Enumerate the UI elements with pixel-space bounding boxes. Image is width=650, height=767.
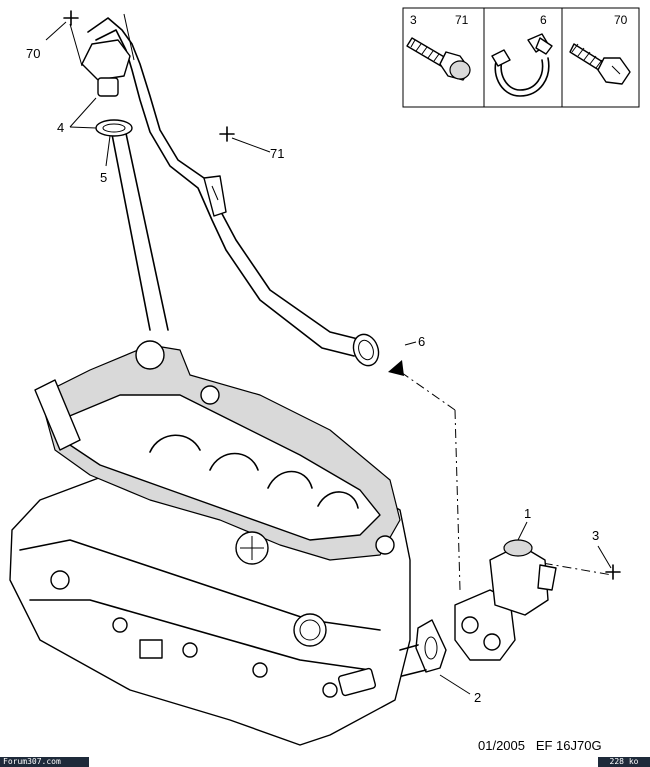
callout-1: 1 bbox=[524, 506, 531, 521]
footer-size-label: 228 ko bbox=[598, 757, 650, 767]
cross-mark-70 bbox=[63, 10, 79, 26]
callout-71: 71 bbox=[270, 146, 284, 161]
callout-70: 70 bbox=[26, 46, 40, 61]
legend-label-70: 70 bbox=[614, 13, 628, 27]
legend-label-3: 3 bbox=[410, 13, 417, 27]
egr-gasket bbox=[415, 619, 447, 673]
triangle-mark-6 bbox=[388, 360, 404, 376]
egr-pipe bbox=[81, 17, 380, 367]
callout-2: 2 bbox=[474, 690, 481, 705]
cylinder-head-assembly bbox=[9, 340, 411, 746]
callout-4: 4 bbox=[57, 120, 64, 135]
legend-label-71: 71 bbox=[455, 13, 469, 27]
leader-pipe-to-valve bbox=[454, 409, 461, 591]
legend-label-6: 6 bbox=[540, 13, 547, 27]
egr-pipe-stub bbox=[399, 644, 427, 677]
flange-bolt-icon bbox=[406, 37, 471, 81]
fastener-legend: 3 71 6 70 bbox=[402, 7, 640, 108]
leader-pipe-to-6 bbox=[394, 367, 456, 411]
tapping-screw-icon bbox=[569, 43, 631, 85]
gasket-ring bbox=[95, 119, 133, 137]
hose-clamp-icon bbox=[491, 33, 553, 97]
callout-3: 3 bbox=[592, 528, 599, 543]
footer-site-label: Forum307.com bbox=[0, 757, 89, 767]
cross-mark-71 bbox=[219, 126, 235, 142]
egr-valve bbox=[454, 539, 557, 661]
callout-6: 6 bbox=[418, 334, 425, 349]
drawing-reference: 01/2005 EF 16J70G bbox=[478, 738, 602, 753]
callout-5: 5 bbox=[100, 170, 107, 185]
cross-mark-3 bbox=[605, 564, 621, 580]
